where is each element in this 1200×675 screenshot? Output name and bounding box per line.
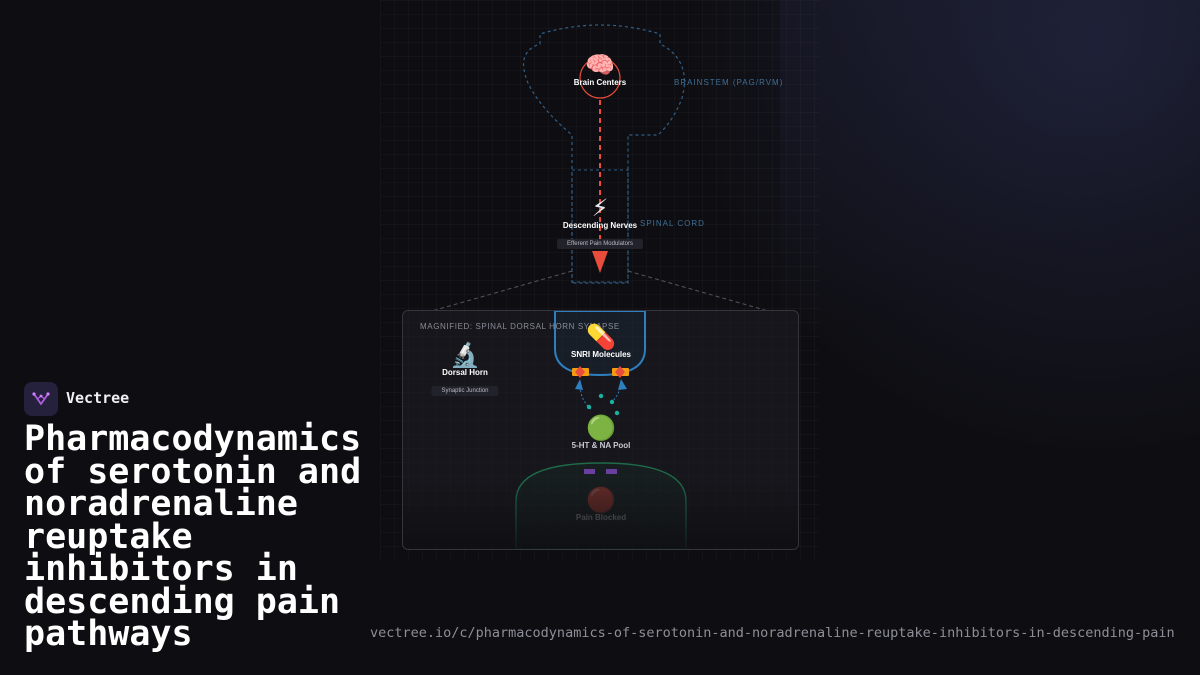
transporter-left-blocker (575, 366, 585, 378)
vectree-logo-icon (32, 392, 50, 405)
magnifier-guide-left (431, 270, 573, 312)
brain-centers-node: 🧠 Brain Centers (574, 52, 626, 87)
neurotransmitter-pool-label: 5-HT & NA Pool (571, 441, 631, 450)
snri-molecules-label: SNRI Molecules (570, 350, 632, 359)
reuptake-arrowhead-left (575, 379, 583, 390)
spinal-cord-region-label: SPINAL CORD (640, 219, 705, 228)
brain-icon: 🧠 (585, 51, 615, 79)
brand-name: Vectree (66, 389, 130, 407)
magnified-synapse-panel: MAGNIFIED: SPINAL DORSAL HORN SYNAPSE 🔬 … (402, 310, 799, 550)
panel-title: MAGNIFIED: SPINAL DORSAL HORN SYNAPSE (420, 322, 620, 331)
snri-molecules-node: 💊 SNRI Molecules (571, 324, 631, 359)
descending-nerves-label: Descending Nerves (562, 221, 638, 230)
brain-centers-label: Brain Centers (573, 78, 627, 87)
pain-blocked-label: Pain Blocked (575, 513, 627, 522)
brainstem-region-label: BRAINSTEM (PAG/RVM) (674, 78, 784, 87)
background-light-beam (780, 0, 1200, 430)
descending-signal-arrowhead (592, 251, 608, 273)
red-circle-icon: 🔴 (586, 486, 616, 514)
presynaptic-terminal (554, 311, 646, 377)
neurotransmitter-pool-node: 🟢 5-HT & NA Pool (572, 415, 631, 450)
receptor-right (606, 469, 617, 474)
neurotransmitter-particle (614, 410, 620, 416)
neurotransmitter-particle (586, 404, 592, 410)
dorsal-horn-sublabel: Synaptic Junction (431, 386, 499, 396)
reuptake-arrow-right (610, 380, 622, 404)
green-circle-icon: 🟢 (586, 414, 616, 442)
vectree-logo (24, 382, 58, 416)
magnifier-guide-right (627, 270, 769, 312)
dorsal-horn-label: Dorsal Horn (442, 368, 488, 377)
dorsal-horn-node: 🔬 Dorsal Horn Synaptic Junction (431, 341, 499, 396)
descending-nerves-node: ⚡ Descending Nerves Efferent Pain Modula… (557, 195, 643, 249)
reuptake-arrowhead-right (618, 379, 627, 390)
lightning-icon: ⚡ (591, 194, 609, 222)
transporter-right-blocker (615, 366, 625, 378)
page-url[interactable]: vectree.io/c/pharmacodynamics-of-seroton… (370, 625, 1175, 641)
descending-nerves-sublabel: Efferent Pain Modulators (557, 239, 643, 249)
neurotransmitter-particle (609, 399, 615, 405)
microscope-icon: 🔬 (450, 341, 480, 369)
neurotransmitter-particle (598, 393, 604, 399)
page-title: Pharmacodynamics of serotonin and noradr… (24, 419, 362, 654)
pain-blocked-node: 🔴 Pain Blocked (576, 487, 626, 522)
pill-icon: 💊 (586, 323, 616, 351)
receptor-left (584, 469, 595, 474)
